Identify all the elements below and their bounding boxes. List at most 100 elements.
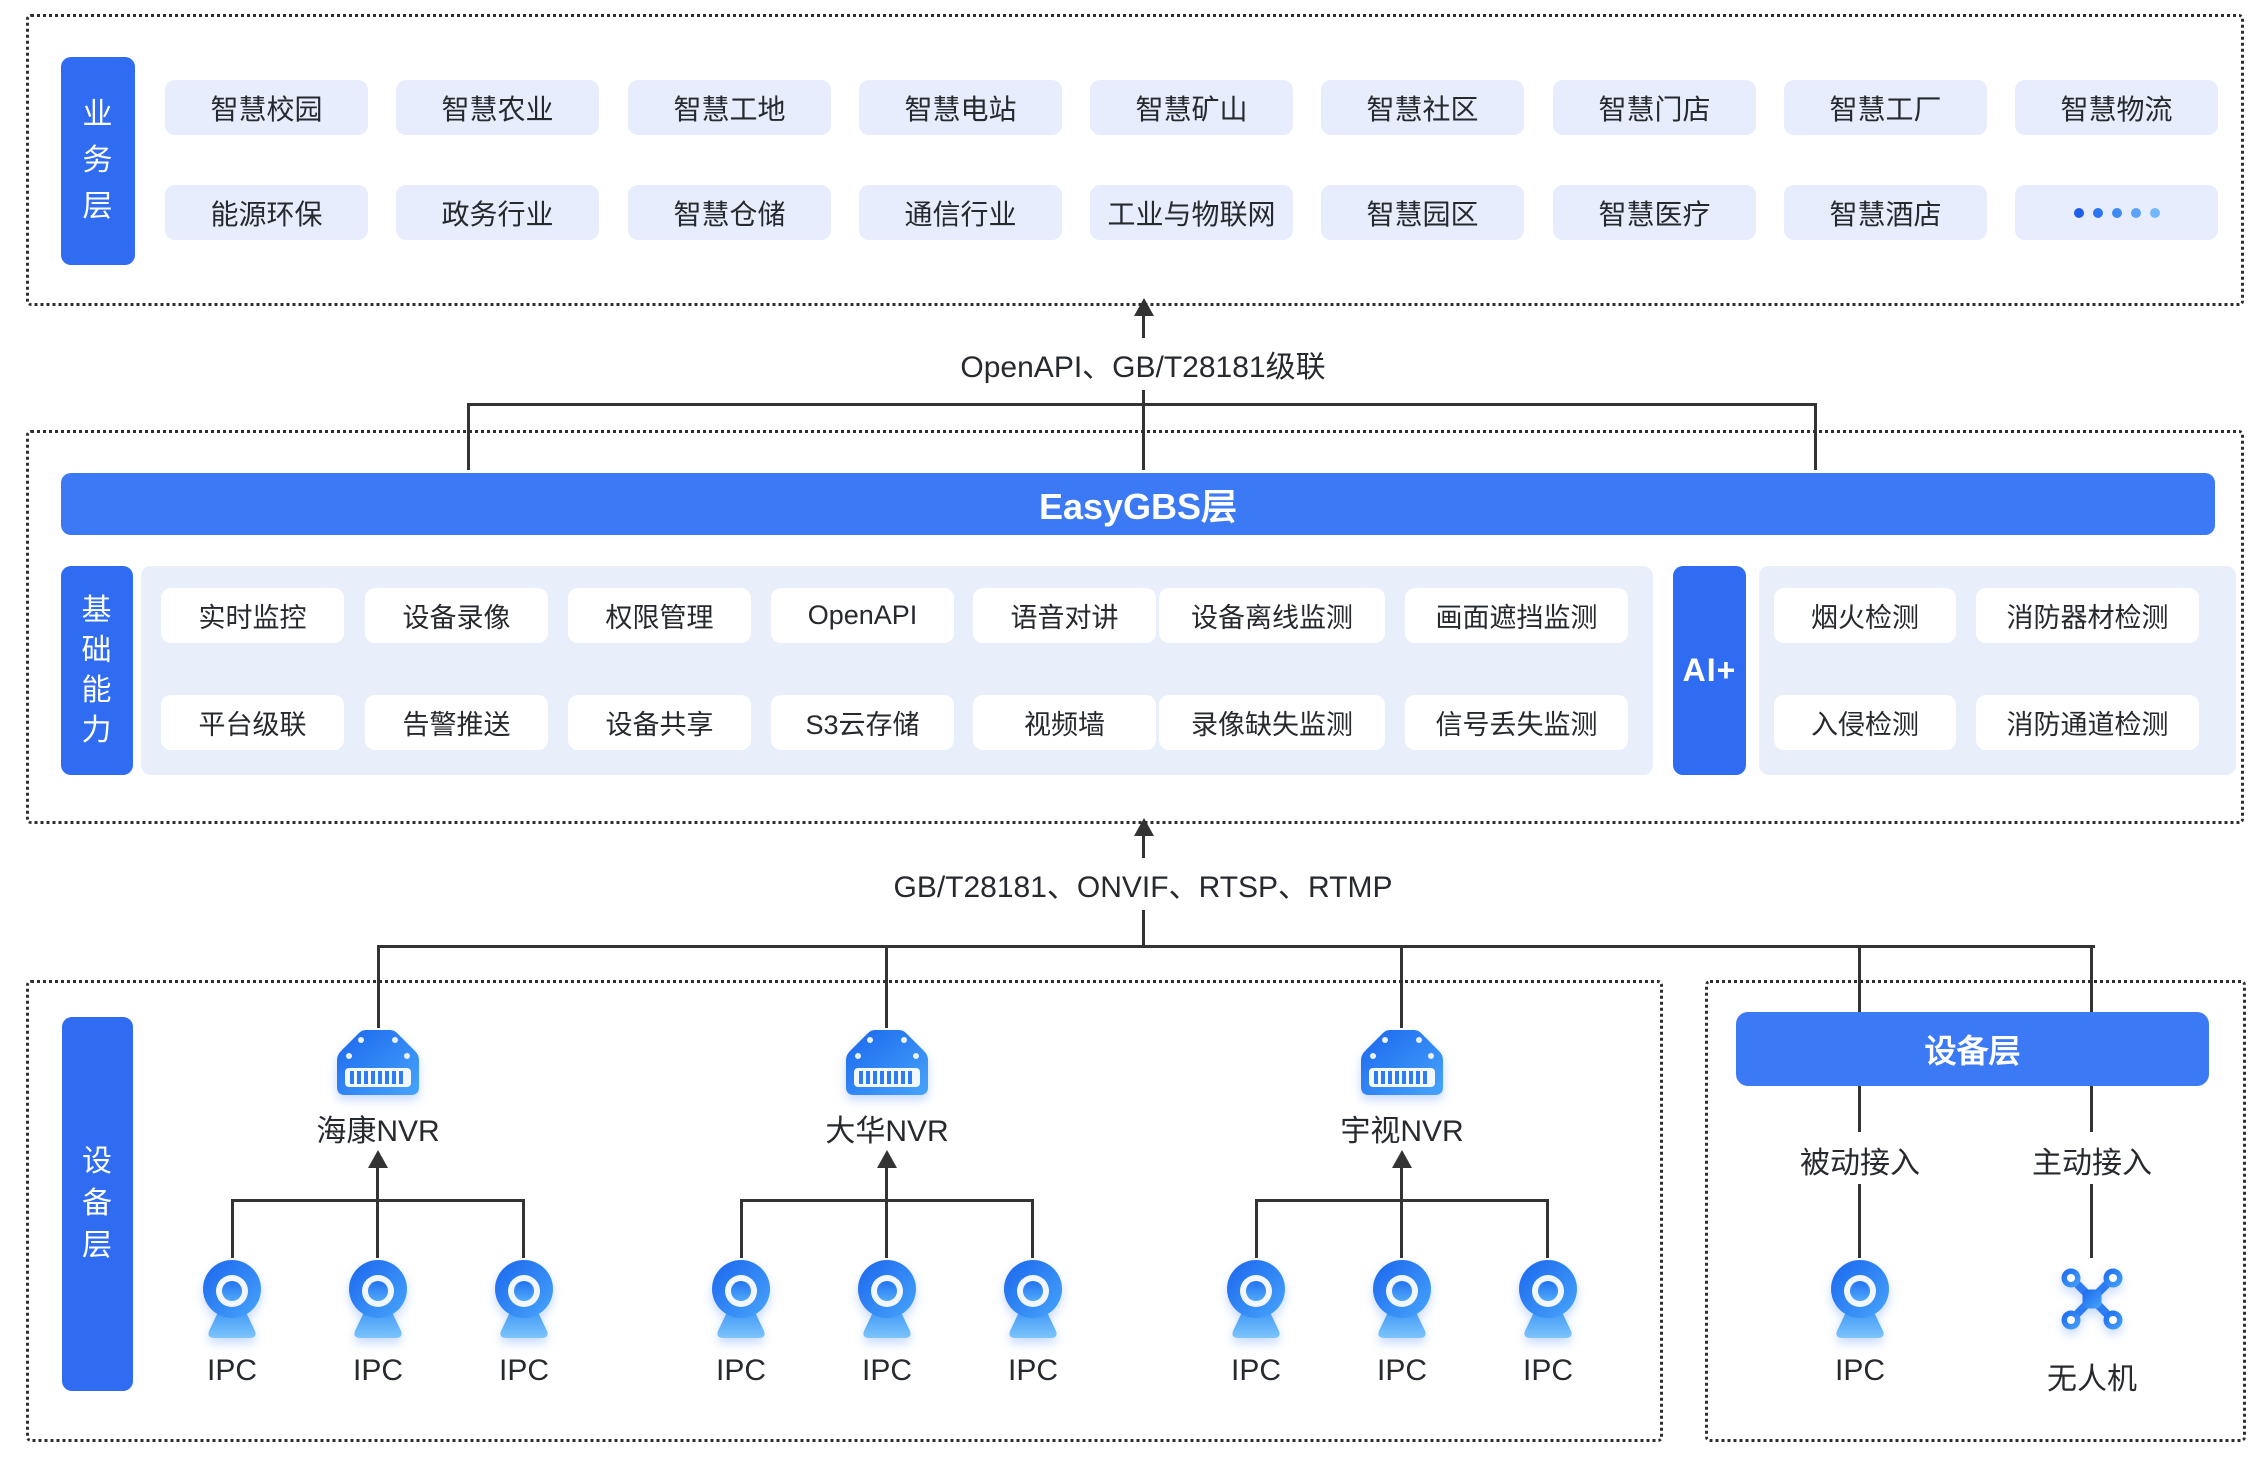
business-item: 能源环保 <box>165 185 368 240</box>
ai-capability-panel: 烟火检测 消防器材检测 入侵检测 消防通道检测 <box>1759 566 2236 775</box>
business-item: 智慧社区 <box>1321 80 1524 135</box>
drop-dahua-nvr <box>885 945 888 1028</box>
side-label-char: 设 <box>82 1145 113 1178</box>
camera-icon <box>712 1260 770 1338</box>
ipc-label: IPC <box>498 1354 550 1387</box>
nvr-label: 海康NVR <box>316 1115 440 1148</box>
nvr-arrowhead-icon <box>368 1150 388 1168</box>
ai-badge-label: AI+ <box>1682 652 1737 688</box>
camera-icon <box>349 1260 407 1338</box>
ai-capability-item: 消防通道检测 <box>1976 695 2199 750</box>
top-link-stem <box>1142 312 1145 470</box>
passive-access-line <box>1858 1086 1861 1132</box>
capability-item: S3云存储 <box>771 695 954 750</box>
business-item: 智慧门店 <box>1553 80 1756 135</box>
nvr-icon <box>337 1030 419 1095</box>
capability-item: 告警推送 <box>365 695 548 750</box>
easygbs-layer-box: EasyGBS层 基 础 能 力 实时监控 设备录像 权限管理 OpenAPI … <box>26 430 2244 824</box>
capability-item: 权限管理 <box>568 588 751 643</box>
passive-access-line <box>1858 1184 1861 1258</box>
ipc-label: IPC <box>1007 1354 1059 1387</box>
ai-capability-item: 消防器材检测 <box>1976 588 2199 643</box>
drop-passive-access <box>1858 945 1861 1014</box>
business-item: 智慧医疗 <box>1553 185 1756 240</box>
business-item: 智慧电站 <box>859 80 1062 135</box>
capability-item: 实时监控 <box>161 588 344 643</box>
camera-icon <box>203 1260 261 1338</box>
capability-item: 设备离线监测 <box>1159 588 1385 643</box>
top-bracket-line <box>467 403 1817 406</box>
capability-item: 视频墙 <box>973 695 1156 750</box>
business-item: 通信行业 <box>859 185 1062 240</box>
top-link-arrowhead-icon <box>1134 298 1154 316</box>
easygbs-title-bar: EasyGBS层 <box>61 473 2215 535</box>
device-layer-side-label: 设 备 层 <box>62 1017 133 1391</box>
business-layer-box: 业 务 层 智慧校园 智慧农业 智慧工地 智慧电站 智慧矿山 智慧社区 智慧门店… <box>26 14 2244 306</box>
side-label-char: 层 <box>82 1229 113 1262</box>
business-item: 智慧物流 <box>2015 80 2218 135</box>
side-label-char: 础 <box>81 633 113 667</box>
ipc-bracket-line <box>1255 1199 1549 1202</box>
side-label-char: 备 <box>82 1187 113 1220</box>
nvr-arrowhead-icon <box>1392 1150 1412 1168</box>
nvr-label: 宇视NVR <box>1340 1115 1464 1148</box>
drone-icon <box>2061 1268 2123 1330</box>
capability-item: OpenAPI <box>771 588 954 643</box>
business-item-more <box>2015 185 2218 240</box>
business-item: 智慧仓储 <box>628 185 831 240</box>
ipc-drop <box>740 1199 743 1258</box>
device-layer-box: 设 备 层 <box>26 980 1663 1442</box>
capability-side-label: 基 础 能 力 <box>61 566 133 775</box>
nvr-group-stem <box>376 1166 379 1258</box>
top-link-label: OpenAPI、GB/T28181级联 <box>942 338 1344 390</box>
business-item: 政务行业 <box>396 185 599 240</box>
camera-icon <box>1227 1260 1285 1338</box>
nvr-icon <box>846 1030 928 1095</box>
ipc-bracket-line <box>231 1199 525 1202</box>
side-label-char: 务 <box>82 144 114 177</box>
camera-icon <box>1373 1260 1431 1338</box>
ai-capability-item: 入侵检测 <box>1774 695 1956 750</box>
capability-item: 设备录像 <box>365 588 548 643</box>
capability-item: 录像缺失监测 <box>1159 695 1385 750</box>
top-bracket-left-drop <box>467 403 470 470</box>
nvr-group-stem <box>1400 1166 1403 1258</box>
business-item: 智慧酒店 <box>1784 185 1987 240</box>
side-label-char: 能 <box>81 673 113 707</box>
drop-hikvision-nvr <box>377 945 380 1028</box>
ipc-label: IPC <box>1834 1354 1886 1387</box>
nvr-label: 大华NVR <box>825 1115 949 1148</box>
drone-label: 无人机 <box>2047 1363 2137 1396</box>
side-label-char: 基 <box>81 593 113 627</box>
business-item: 智慧工地 <box>628 80 831 135</box>
drop-active-access <box>2090 945 2093 1014</box>
nvr-arrowhead-icon <box>877 1150 897 1168</box>
camera-icon <box>1519 1260 1577 1338</box>
capability-item: 平台级联 <box>161 695 344 750</box>
access-panel-box <box>1705 980 2246 1442</box>
access-panel-title-bar: 设备层 <box>1736 1012 2209 1086</box>
easygbs-title: EasyGBS层 <box>1038 486 1238 527</box>
access-panel-title: 设备层 <box>1924 1033 2021 1069</box>
passive-access-label: 被动接入 <box>1800 1147 1920 1180</box>
ai-badge: AI+ <box>1673 566 1746 775</box>
ipc-label: IPC <box>1230 1354 1282 1387</box>
business-item: 智慧园区 <box>1321 185 1524 240</box>
ipc-label: IPC <box>1376 1354 1428 1387</box>
camera-icon <box>858 1260 916 1338</box>
nvr-group-stem <box>885 1166 888 1258</box>
business-item: 智慧校园 <box>165 80 368 135</box>
active-access-label: 主动接入 <box>2032 1147 2152 1180</box>
device-bracket-line <box>377 945 2095 948</box>
drop-uniview-nvr <box>1400 945 1403 1028</box>
ipc-label: IPC <box>1522 1354 1574 1387</box>
ipc-drop <box>1546 1199 1549 1258</box>
capability-item: 画面遮挡监测 <box>1405 588 1628 643</box>
capability-item: 设备共享 <box>568 695 751 750</box>
ipc-drop <box>231 1199 234 1258</box>
more-dots-icon <box>2073 207 2160 218</box>
active-access-line <box>2090 1184 2093 1258</box>
ipc-label: IPC <box>352 1354 404 1387</box>
ipc-label: IPC <box>861 1354 913 1387</box>
business-item: 智慧农业 <box>396 80 599 135</box>
